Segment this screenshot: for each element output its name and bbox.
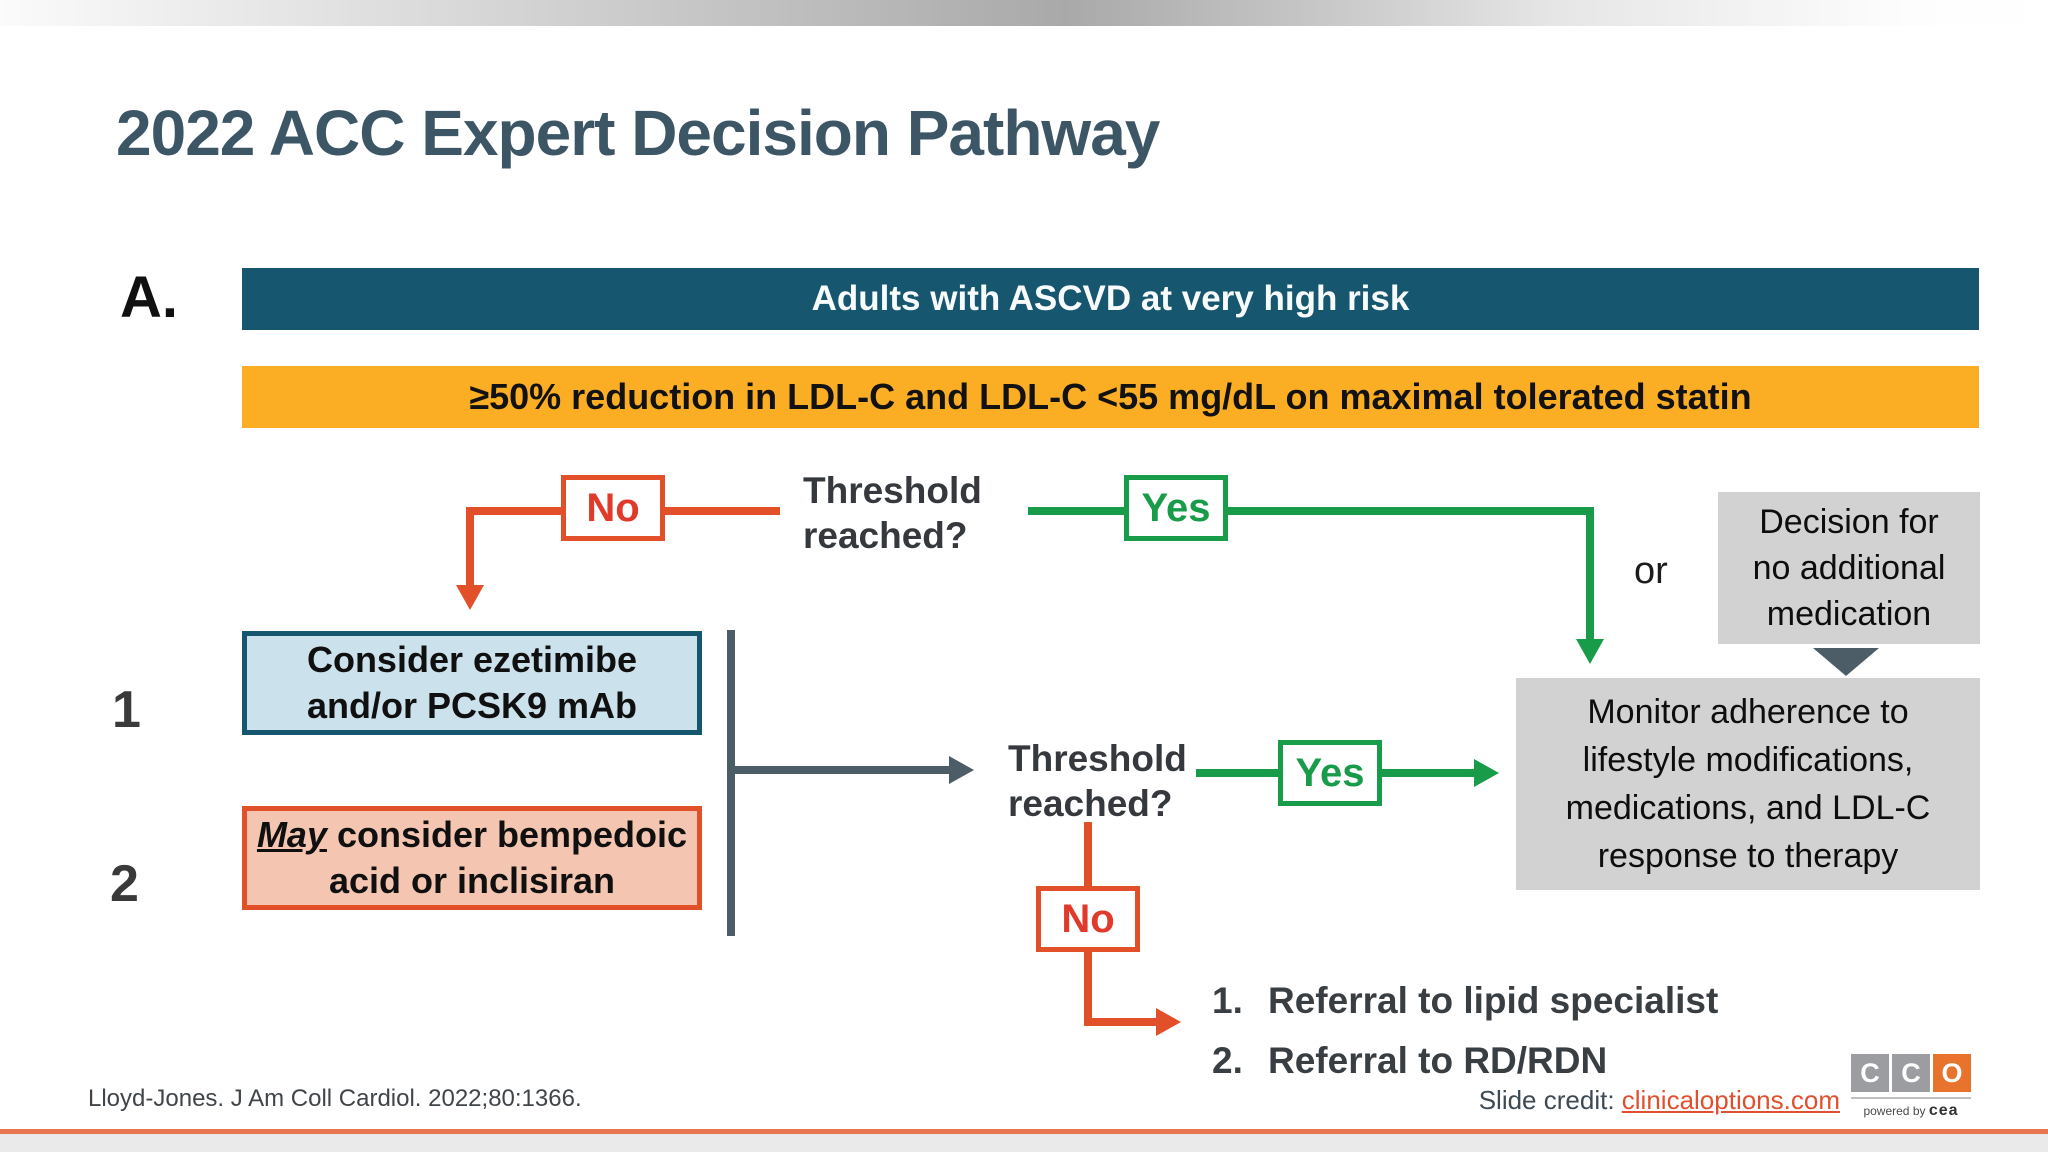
option1-number: 1 — [112, 681, 141, 739]
q2-no-label: No — [1061, 896, 1115, 941]
q1-yes-line-down — [1586, 507, 1594, 641]
q1-yes-arrowhead-down — [1576, 639, 1604, 664]
population-bar-text: Adults with ASCVD at very high risk — [811, 279, 1410, 318]
criteria-bar-text: ≥50% reduction in LDL-C and LDL-C <55 mg… — [469, 376, 1752, 417]
option2-line1-rest: consider bempedoic — [326, 814, 688, 855]
cco-logo-squares: C C O — [1851, 1054, 1973, 1092]
monitor-box-line1: Monitor adherence to — [1587, 693, 1909, 731]
q1-no-line-down — [466, 507, 474, 587]
monitor-adherence-box: Monitor adherence to lifestyle modificat… — [1516, 678, 1980, 890]
decision-box-line2: no additional — [1752, 549, 1946, 587]
citation-text: Lloyd-Jones. J Am Coll Cardiol. 2022;80:… — [88, 1085, 582, 1112]
referral-1-number: 1. — [1212, 980, 1243, 1021]
q2-yes-box: Yes — [1278, 740, 1382, 806]
option2-line2: acid or inclisiran — [328, 860, 616, 901]
decision-box-arrowhead-down — [1813, 648, 1879, 676]
q1-question-line1: Threshold — [803, 470, 982, 511]
q1-no-arrowhead-down — [456, 585, 484, 610]
q2-no-line-right — [1084, 1018, 1156, 1026]
q2-yes-arrowhead-right — [1474, 759, 1499, 787]
q1-no-box: No — [561, 475, 665, 541]
top-gradient-bar — [0, 0, 2048, 26]
referral-item-2: 2. Referral to RD/RDN — [1212, 1040, 1607, 1082]
referral-2-number: 2. — [1212, 1040, 1243, 1081]
q2-no-arrowhead-right — [1156, 1008, 1181, 1036]
q1-no-label: No — [586, 485, 640, 530]
option1-line1: Consider ezetimibe — [306, 639, 638, 680]
decision-box-line3: medication — [1766, 595, 1932, 633]
cco-tagline-brand: cea — [1928, 1102, 1959, 1119]
monitor-box-line3: medications, and LDL-C — [1565, 789, 1931, 827]
option1-line2: and/or PCSK9 mAb — [306, 685, 638, 726]
slide-credit: Slide credit: clinicaloptions.com — [1479, 1085, 1840, 1116]
or-label: or — [1634, 550, 1668, 592]
q1-yes-line-right — [1228, 507, 1594, 515]
decision-box-line1: Decision for — [1759, 503, 1939, 541]
q1-yes-line-left — [1028, 507, 1124, 515]
q2-yes-line-right — [1382, 769, 1474, 777]
q1-no-line-left — [470, 507, 563, 515]
q1-question-line2: reached? — [803, 515, 968, 556]
q2-question-line2: reached? — [1008, 783, 1173, 824]
footer-accent-line — [0, 1129, 2048, 1134]
referral-1-text: Referral to lipid specialist — [1268, 980, 1719, 1021]
q2-no-line-down-top — [1084, 822, 1092, 888]
q2-no-box: No — [1036, 886, 1140, 952]
options-bracket-line — [727, 630, 735, 936]
cco-logo-tagline: powered by cea — [1851, 1102, 1971, 1120]
q2-yes-line-left — [1196, 769, 1278, 777]
cco-tagline-prefix: powered by — [1863, 1104, 1929, 1118]
referral-item-1: 1. Referral to lipid specialist — [1212, 980, 1718, 1022]
q1-yes-label: Yes — [1141, 485, 1211, 530]
decision-no-medication-box: Decision for no additional medication — [1718, 492, 1980, 644]
options-branch-line — [735, 766, 949, 774]
q2-question-text: Threshold reached? — [1008, 736, 1228, 826]
option2-may-emphasis: May — [256, 814, 327, 855]
slide-title: 2022 ACC Expert Decision Pathway — [116, 97, 1160, 169]
cco-logo-square-o: O — [1933, 1054, 1971, 1092]
referral-2-text: Referral to RD/RDN — [1268, 1040, 1608, 1081]
q1-no-line-right — [665, 507, 780, 515]
options-branch-arrowhead — [949, 756, 974, 784]
option1-box: Consider ezetimibe and/or PCSK9 mAb — [242, 631, 702, 735]
q2-yes-label: Yes — [1295, 750, 1365, 795]
q2-question-line1: Threshold — [1008, 738, 1187, 779]
cco-logo-square-c2: C — [1892, 1054, 1930, 1092]
panel-a-label: A. — [120, 265, 178, 330]
footer-gray-strip — [0, 1134, 2048, 1152]
cco-logo: C C O powered by cea — [1851, 1054, 1973, 1120]
slide-credit-link[interactable]: clinicaloptions.com — [1621, 1085, 1840, 1115]
q1-question-text: Threshold reached? — [803, 468, 1023, 558]
q1-yes-box: Yes — [1124, 475, 1228, 541]
option2-line1: May consider bempedoic — [257, 812, 687, 858]
criteria-bar: ≥50% reduction in LDL-C and LDL-C <55 mg… — [242, 366, 1979, 428]
slide-credit-label: Slide credit: — [1478, 1085, 1622, 1115]
cco-logo-divider — [1851, 1097, 1971, 1099]
monitor-box-line2: lifestyle modifications, — [1582, 741, 1914, 779]
monitor-box-line4: response to therapy — [1597, 837, 1899, 875]
population-bar: Adults with ASCVD at very high risk — [242, 268, 1979, 330]
option2-number: 2 — [110, 855, 139, 913]
cco-logo-square-c1: C — [1851, 1054, 1889, 1092]
q2-no-line-down-bottom — [1084, 950, 1092, 1026]
option2-box: May consider bempedoic acid or inclisira… — [242, 806, 702, 910]
